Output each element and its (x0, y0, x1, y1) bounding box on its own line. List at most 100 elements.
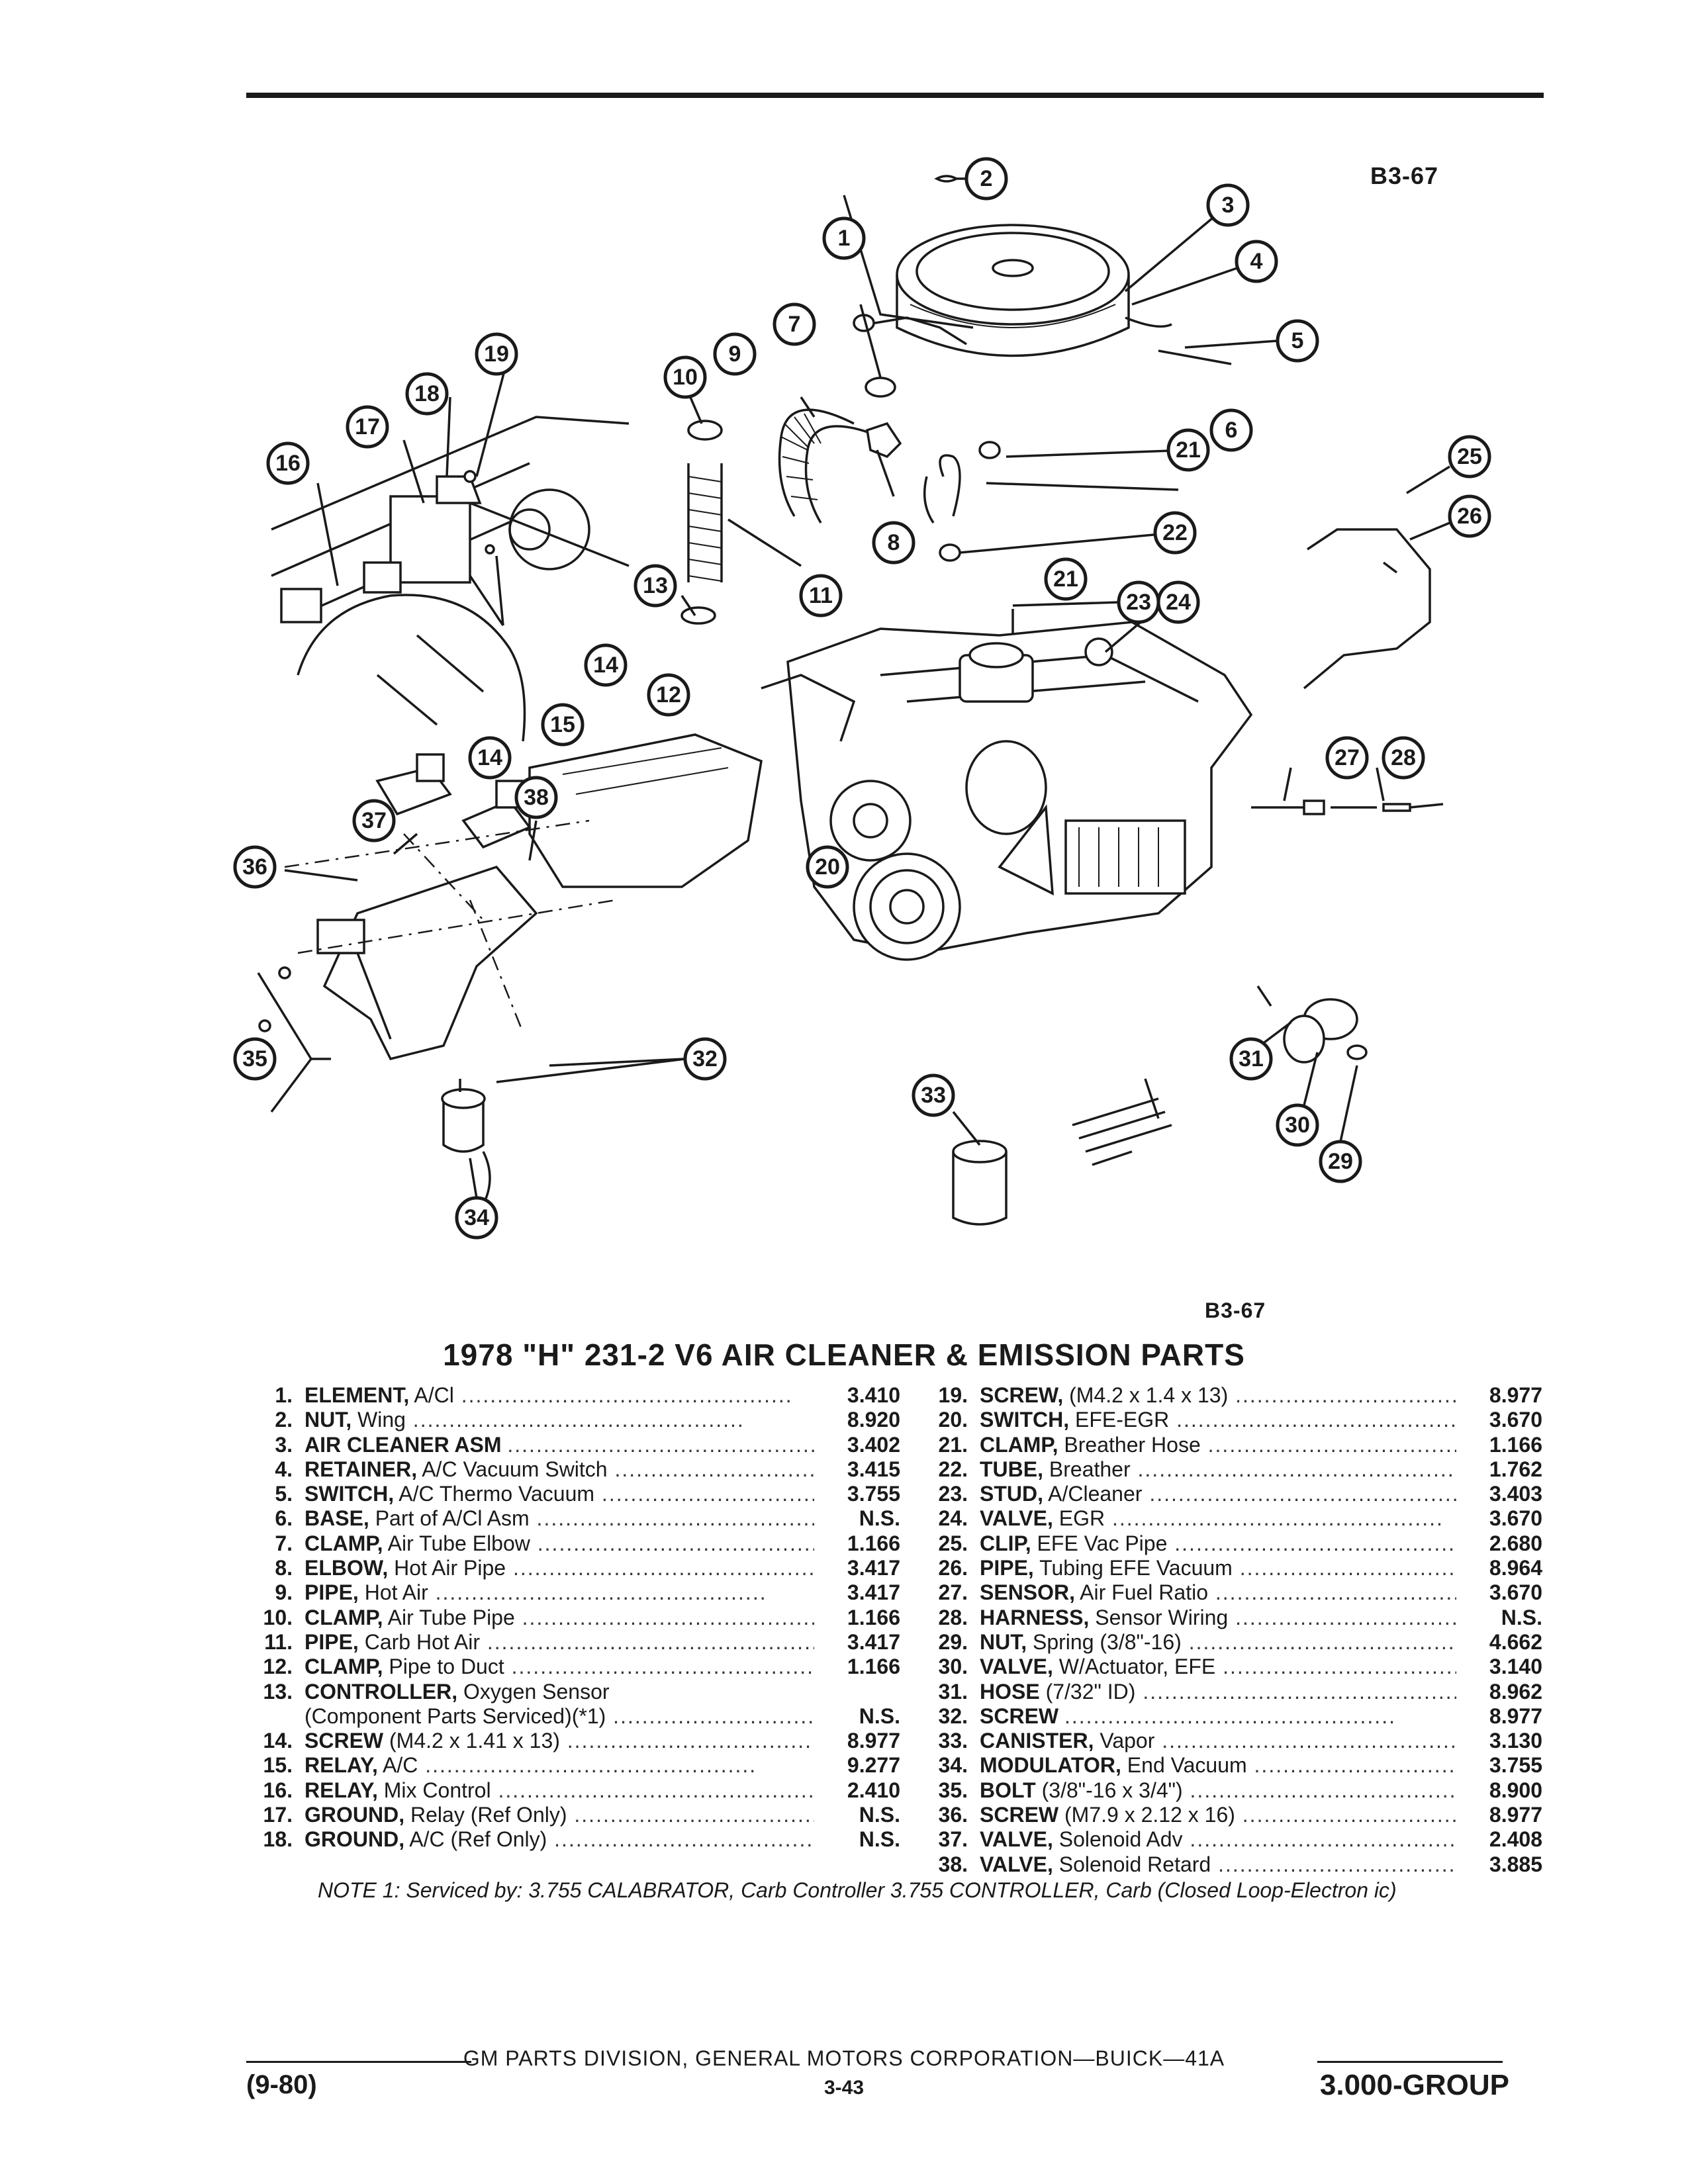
parts-row: 23.STUD, A/Cleaner .....................… (920, 1482, 1542, 1506)
leader-dots: ........................................… (1239, 1556, 1456, 1580)
part-number: 35. (938, 1778, 968, 1802)
part-name: RELAY, (305, 1778, 378, 1802)
group-number: 1.762 (1489, 1457, 1542, 1481)
group-number: 8.977 (1489, 1704, 1542, 1728)
part-number: 20. (938, 1408, 968, 1432)
service-note: NOTE 1: Serviced by: 3.755 CALABRATOR, C… (318, 1878, 1397, 1902)
parts-row: 18.GROUND, A/C (Ref Only) ..............… (245, 1827, 900, 1852)
svg-text:18: 18 (414, 381, 440, 406)
group-number: 8.920 (847, 1408, 900, 1432)
part-detail: Sensor Wiring (1095, 1605, 1229, 1629)
callout-13: 13 (633, 564, 677, 608)
callout-31: 31 (1229, 1037, 1273, 1081)
part-detail: Part of A/Cl Asm (375, 1506, 530, 1531)
svg-text:13: 13 (643, 573, 668, 598)
callout-14b: 14 (468, 736, 512, 780)
leader-dots: ........................................… (418, 1753, 757, 1778)
part-detail: Solenoid Retard (1058, 1852, 1211, 1876)
parts-row: 35.BOLT (3/8"-16 x 3/4") ...............… (920, 1778, 1542, 1803)
part-description: SWITCH, A/C Thermo Vacuum ..............… (305, 1482, 814, 1506)
footer-publisher: GM PARTS DIVISION, GENERAL MOTORS CORPOR… (463, 2046, 1225, 2070)
group-number: 1.166 (847, 1531, 900, 1555)
parts-row: 3.AIR CLEANER ASM ......................… (245, 1433, 900, 1457)
parts-list-left: 1.ELEMENT, A/Cl ........................… (245, 1383, 900, 1852)
parts-row: 29.NUT, Spring (3/8"-16) ...............… (920, 1630, 1542, 1655)
leader-dots: ........................................… (1215, 1580, 1456, 1605)
part-number: 13. (263, 1679, 293, 1704)
parts-row: 6.BASE, Part of A/Cl Asm ...............… (245, 1506, 900, 1531)
group-number: 3.755 (847, 1482, 900, 1506)
part-description: TUBE, Breather .........................… (980, 1457, 1456, 1482)
callout-6: 6 (1209, 408, 1253, 452)
callout-21a: 21 (1166, 428, 1210, 472)
sensor-drawing (1251, 799, 1325, 815)
callout-26: 26 (1448, 494, 1491, 538)
parts-row: 8.ELBOW, Hot Air Pipe ..................… (245, 1556, 900, 1580)
part-description: GROUND, A/C (Ref Only) .................… (305, 1827, 814, 1852)
group-number: 8.900 (1489, 1778, 1542, 1802)
leader-dots: ........................................… (522, 1605, 814, 1629)
part-name: VALVE, (980, 1655, 1053, 1679)
callout-30: 30 (1276, 1103, 1319, 1147)
part-detail: Breather (1049, 1457, 1131, 1481)
elbow-drawing (866, 422, 902, 459)
leader-dots: ........................................… (428, 1580, 767, 1605)
callout-24: 24 (1156, 580, 1200, 624)
part-name: HOSE (980, 1679, 1040, 1704)
exploded-parts-diagram: 2 1 3 4 5 6 7 8 9 10 11 12 13 14 15 14 1… (218, 106, 1562, 1350)
group-number: 3.410 (847, 1383, 900, 1407)
svg-text:11: 11 (809, 583, 833, 608)
part-description: CLIP, EFE Vac Pipe .....................… (980, 1531, 1456, 1556)
part-description: GROUND, Relay (Ref Only) ...............… (305, 1803, 814, 1827)
part-number: 28. (938, 1605, 968, 1629)
part-name: CLAMP, (305, 1605, 383, 1629)
group-number: 3.130 (1489, 1729, 1542, 1753)
svg-text:8: 8 (888, 530, 900, 555)
leader-dots: ........................................… (1218, 1852, 1456, 1876)
part-name: TUBE, (980, 1457, 1043, 1481)
part-name: RETAINER, (305, 1457, 418, 1481)
parts-row: 4.RETAINER, A/C Vacuum Switch ..........… (245, 1457, 900, 1482)
group-number: 3.755 (1489, 1753, 1542, 1778)
part-name: SWITCH, (980, 1408, 1070, 1432)
part-number: 37. (938, 1827, 968, 1852)
diagram-code-bottom: B3-67 (1205, 1298, 1266, 1322)
group-number: 3.403 (1489, 1482, 1542, 1506)
svg-text:19: 19 (484, 341, 509, 367)
part-description: SCREW ..................................… (980, 1704, 1456, 1729)
group-number: 1.166 (847, 1655, 900, 1679)
parts-list-right: 19.SCREW, (M4.2 x 1.4 x 13) ............… (920, 1383, 1542, 1877)
svg-text:30: 30 (1285, 1113, 1310, 1138)
leader-dots: ........................................… (1188, 1629, 1456, 1654)
part-number: 16. (263, 1778, 293, 1802)
group-number: 3.417 (847, 1629, 900, 1654)
part-description: CLAMP, Breather Hose ...................… (980, 1433, 1456, 1457)
parts-row: 34.MODULATOR, End Vacuum ...............… (920, 1753, 1542, 1778)
part-number: 33. (938, 1729, 968, 1753)
callout-27: 27 (1325, 736, 1369, 780)
callout-9: 9 (713, 332, 757, 376)
part-detail: A/C Thermo Vacuum (399, 1482, 595, 1506)
group-number: N.S. (859, 1803, 900, 1827)
leader-dots: ........................................… (1242, 1803, 1456, 1827)
callout-18: 18 (405, 372, 449, 416)
part-name: PIPE, (980, 1556, 1034, 1580)
leader-dots: ........................................… (601, 1482, 814, 1506)
part-description: PIPE, Tubing EFE Vacuum ................… (980, 1556, 1456, 1580)
part-name: CLIP, (980, 1531, 1031, 1555)
callout-14a: 14 (584, 643, 628, 687)
part-name: NUT, (305, 1408, 352, 1432)
part-description: PIPE, Hot Air ..........................… (305, 1580, 814, 1605)
part-name: SCREW (980, 1704, 1059, 1728)
callout-16: 16 (266, 441, 310, 485)
part-name: CLAMP, (305, 1531, 383, 1555)
svg-text:12: 12 (656, 682, 681, 707)
part-description: VALVE, EGR .............................… (980, 1506, 1456, 1531)
group-number: N.S. (859, 1827, 900, 1852)
part-number: 11. (264, 1629, 293, 1654)
part-detail: Hot Air Pipe (394, 1556, 506, 1580)
callout-29: 29 (1319, 1140, 1362, 1183)
callout-35: 35 (233, 1037, 277, 1081)
part-number: 9. (275, 1580, 293, 1605)
callout-5: 5 (1276, 319, 1319, 363)
